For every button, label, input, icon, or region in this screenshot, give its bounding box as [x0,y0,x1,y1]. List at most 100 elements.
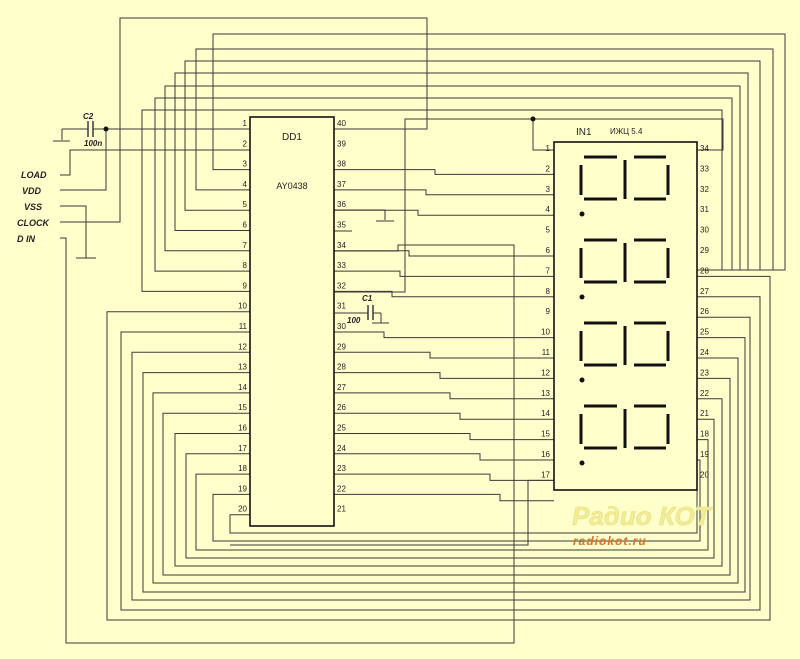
decimal-point [579,377,585,383]
dd1-pin-label: 10 [238,302,247,311]
in1-ref: IN1 [576,127,592,138]
wire [120,296,761,611]
decimal-point [579,460,585,466]
dd1-pin-label: 40 [337,119,346,128]
dd1-to-in1-wire [334,351,554,359]
dd1-to-in1-wire [334,189,554,196]
dd1-pin-label: 21 [337,505,346,514]
dd1-to-in1-wire [334,331,554,339]
in1-pin-label: 15 [541,430,550,439]
signal-inputs: LOAD VDD VSS CLOCK D IN [17,170,50,244]
dd1-pin-label: 7 [243,241,248,250]
digit [579,155,670,217]
dd1-pin-label: 34 [337,241,346,250]
watermark-url: radiokot.ru [573,534,647,548]
wire [174,398,723,567]
in1-part: ИЖЦ 5.4 [610,127,643,136]
seven-segment-digits [579,155,670,466]
din-wire [60,237,515,644]
digit [579,404,670,466]
in1-pin-label: 20 [700,470,709,479]
dd1-pin-label: 12 [238,342,247,351]
dd1-pin-label: 29 [337,342,346,351]
c1-value: 100 [347,316,361,325]
dd1-part: AY0438 [276,181,307,191]
dd1-pin-label: 39 [337,139,346,148]
in1-pin-label: 26 [700,307,709,316]
dd1-to-in1-wire [334,453,554,461]
signal-clock: CLOCK [17,218,50,228]
pin34-wire [533,118,724,151]
signal-vss: VSS [24,202,42,212]
watermark-logo: Радио КОТ [572,501,713,531]
wire [154,97,733,272]
wire [195,439,709,551]
dd1-ref: DD1 [282,132,302,143]
wire [229,480,698,534]
in1-pin-label: 6 [546,246,551,255]
vss-wire [60,205,87,258]
dd1-pin-labels: 1234567891011121314151617181920403938373… [238,119,346,514]
in1-pin-labels: 1234567891011121314151617343332313029282… [541,144,709,479]
in1-pin-label: 34 [700,144,709,153]
in1-pin-label: 28 [700,266,709,275]
dd1-to-in1-wire [334,493,554,502]
dd1-pin-label: 6 [243,221,248,230]
dd1-pin-label: 15 [238,403,247,412]
in1-pin-label: 11 [542,348,551,357]
dd1-pin-label: 36 [337,200,346,209]
in1-pin-label: 2 [546,164,551,173]
in1-pin-label: 17 [541,470,550,479]
in1-pin-label: 10 [541,328,550,337]
dd1-pin-label: 13 [238,363,247,372]
dd1-to-in1-wire [334,473,554,481]
dd1-pin-label: 2 [243,139,248,148]
dd1-pin-label: 25 [337,424,346,433]
dd1-pin-label: 8 [243,261,248,270]
signal-vdd: VDD [22,186,42,196]
dd1-pin-label: 35 [337,221,346,230]
in1-pin-label: 12 [541,368,550,377]
dd1-pin-label: 38 [337,160,346,169]
in1-pin-label: 1 [546,144,551,153]
dd1-pin-label: 11 [239,322,248,331]
dd1-pin-label: 1 [243,119,248,128]
dd1-to-in1-wire [334,169,554,175]
decimal-point [579,211,585,217]
dd1-pin-label: 16 [238,424,247,433]
dd1-to-in1-wire [334,270,554,277]
c2-ref: C2 [83,112,94,121]
in1-pin-label: 33 [700,164,709,173]
vdd-wire [60,129,107,191]
in1-pin-label: 31 [700,205,709,214]
in1-pin-label: 5 [546,226,551,235]
in1-pin-label: 24 [700,348,709,357]
digit [579,321,670,383]
wire [162,377,731,576]
decimal-point [579,294,585,300]
in1-pin-label: 25 [700,328,709,337]
in1-pin-label: 30 [700,226,709,235]
dd1-pin-label: 22 [337,484,346,493]
dd1-to-in1-wire [334,372,554,379]
dd1-to-in1-wire [334,392,554,400]
dd1-to-in1-wire [334,412,554,420]
dd1-pin-label: 19 [238,484,247,493]
dd1-to-in1-wire [334,250,554,257]
dd1-pin-label: 33 [337,261,346,270]
wires [60,17,786,644]
pin1-display-wire [532,119,554,151]
dd1-to-in1-wire [334,209,554,216]
junction-dot [103,126,109,132]
in1-pin-label: 21 [700,409,709,418]
dd1-pin-label: 28 [337,363,346,372]
dd1-pin-label: 32 [337,281,346,290]
in1-pin-label: 8 [546,287,551,296]
in1-pin-label: 13 [541,389,550,398]
dd1-pin-label: 14 [238,383,247,392]
in1-pin-label: 27 [700,287,709,296]
wire [142,337,746,593]
wire [152,357,739,584]
